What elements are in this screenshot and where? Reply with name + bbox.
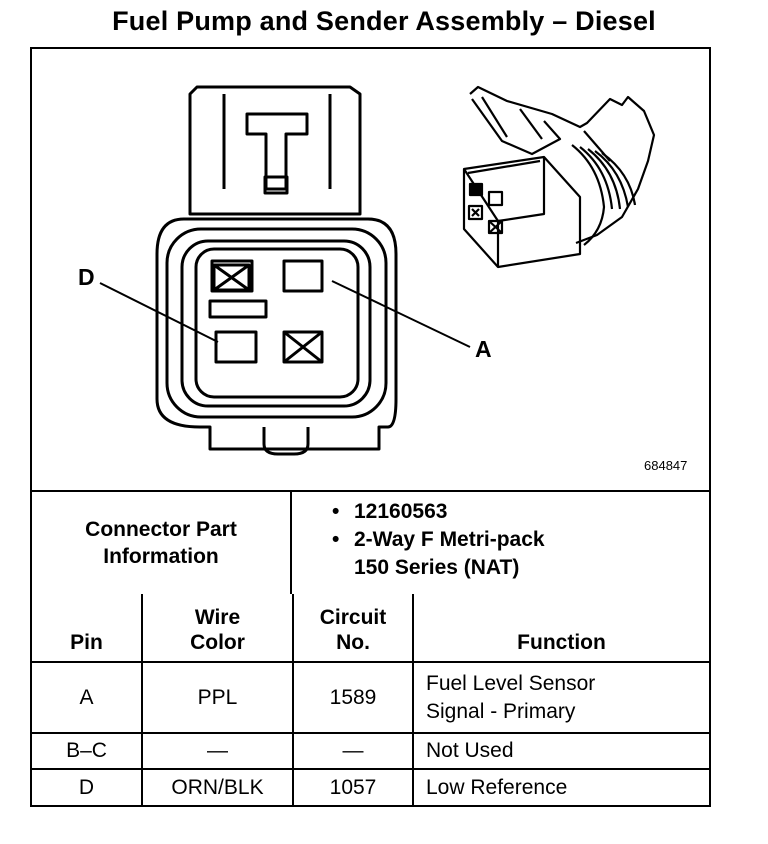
cell-wire-color: — <box>141 732 294 770</box>
header-pin: Pin <box>32 594 143 663</box>
leader-line-a <box>331 280 471 348</box>
cell-pin: B–C <box>32 732 143 770</box>
cell-wire-color: ORN/BLK <box>141 768 294 805</box>
cell-wire-color: PPL <box>141 661 294 734</box>
connector-info-list: • 12160563 • 2-Way F Metri-pack 150 Series… <box>332 498 545 582</box>
connector-part-number: 12160563 <box>354 500 448 523</box>
cell-circuit: 1589 <box>292 661 414 734</box>
cell-circuit: 1057 <box>292 768 414 805</box>
cell-pin: D <box>32 768 143 805</box>
pin-cavity-a <box>282 259 324 293</box>
table-row: D ORN/BLK 1057 Low Reference <box>32 768 709 805</box>
bullet-icon: • <box>332 500 340 523</box>
connector-type: 2-Way F Metri-pack <box>354 528 545 551</box>
connector-iso-view <box>462 85 656 269</box>
connector-info-label-line1: Connector Part <box>85 518 237 541</box>
part-number: 684847 <box>644 458 688 473</box>
pin-cavity-plugged-2 <box>282 330 324 364</box>
callout-a: A <box>475 336 492 362</box>
header-function: Function <box>412 594 709 663</box>
connector-diagram: D A <box>78 85 656 456</box>
page-title: Fuel Pump and Sender Assembly – Diesel <box>112 6 656 36</box>
list-item: • 12160563 <box>332 498 545 526</box>
connector-info-label-line2: Information <box>103 545 219 568</box>
cell-function: Low Reference <box>412 768 709 805</box>
keying-rib <box>208 299 268 319</box>
pin-cavity-plugged-1 <box>212 263 251 292</box>
leader-line-d <box>99 282 219 343</box>
pin-cavity-bottom-left <box>214 330 258 364</box>
list-item-continuation: 150 Series (NAT) <box>354 556 520 579</box>
connector-face <box>155 217 398 456</box>
callout-d: D <box>78 264 95 290</box>
connector-info-row: Connector Part Information • 12160563 • 2-… <box>32 490 709 594</box>
cell-circuit: — <box>292 732 414 770</box>
cell-function: Not Used <box>412 732 709 770</box>
cell-pin: A <box>32 661 143 734</box>
connector-latch <box>188 85 362 216</box>
diagram-frame <box>30 47 711 807</box>
bullet-icon: • <box>332 528 340 551</box>
connector-info-label: Connector Part Information <box>32 492 292 594</box>
table-row: B–C — — Not Used <box>32 732 709 770</box>
list-item: • 2-Way F Metri-pack <box>332 526 545 554</box>
